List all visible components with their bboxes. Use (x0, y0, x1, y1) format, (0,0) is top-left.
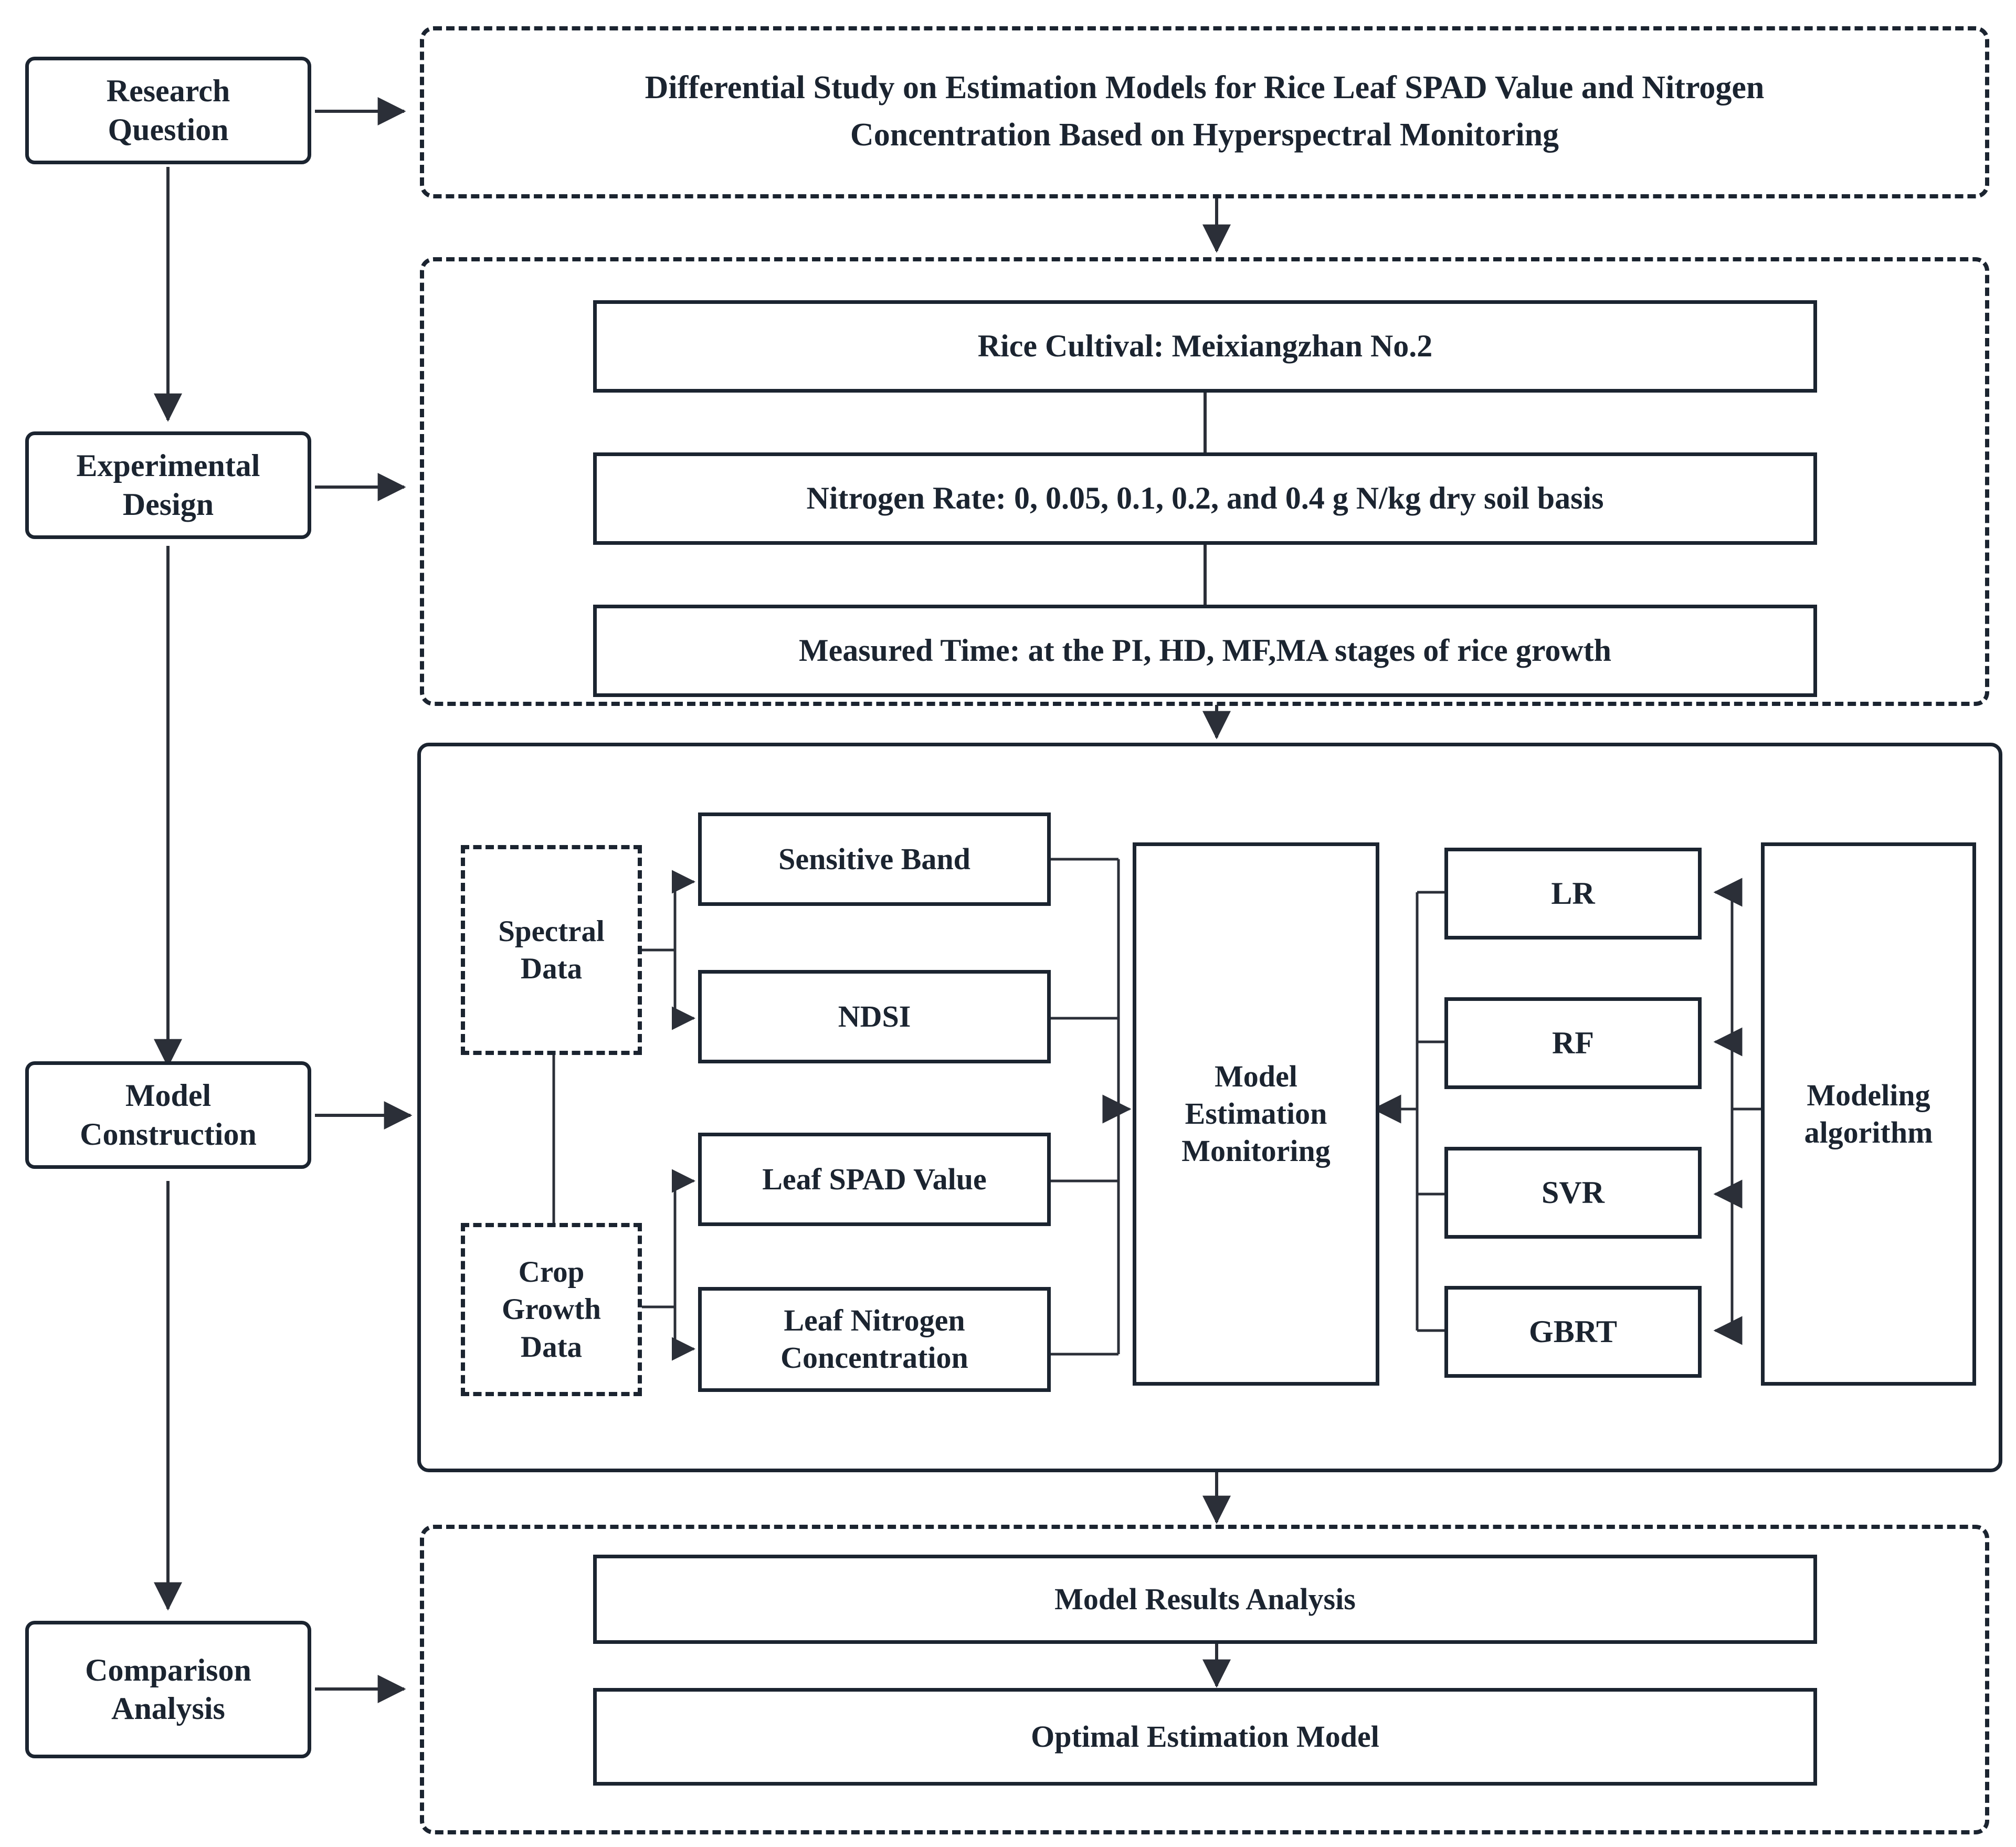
algorithm-gbrt[interactable]: GBRT (1444, 1286, 1702, 1378)
exp-item-rice-cultival-label: Rice Cultival: Meixiangzhan No.2 (977, 329, 1433, 364)
feature-ndsi[interactable]: NDSI (698, 970, 1051, 1063)
algorithm-lr[interactable]: LR (1444, 848, 1702, 940)
result-model-results-analysis-label: Model Results Analysis (1054, 1581, 1356, 1616)
source-spectral-data[interactable]: Spectral Data (461, 845, 642, 1055)
feature-leaf-spad-value-label: Leaf SPAD Value (762, 1162, 987, 1196)
research-question-title: Differential Study on Estimation Models … (462, 62, 1947, 162)
feature-leaf-nitrogen-concentration-label: Leaf Nitrogen Concentration (780, 1303, 968, 1375)
result-optimal-estimation-model[interactable]: Optimal Estimation Model (593, 1688, 1817, 1786)
stage-experimental-design[interactable]: Experimental Design (25, 431, 311, 539)
exp-item-nitrogen-rate-label: Nitrogen Rate: 0, 0.05, 0.1, 0.2, and 0.… (806, 481, 1604, 516)
result-optimal-estimation-model-label: Optimal Estimation Model (1031, 1719, 1379, 1754)
stage-comparison-analysis-label: Comparison Analysis (85, 1652, 251, 1726)
algorithm-gbrt-label: GBRT (1529, 1314, 1617, 1349)
stage-experimental-design-label: Experimental Design (76, 448, 260, 522)
research-question-title-line2: Concentration Based on Hyperspectral Mon… (850, 117, 1559, 153)
feature-ndsi-label: NDSI (838, 999, 911, 1033)
source-crop-growth-data-label: Crop Growth Data (502, 1255, 601, 1364)
feature-sensitive-band-label: Sensitive Band (778, 841, 970, 876)
research-question-title-line1: Differential Study on Estimation Models … (645, 70, 1765, 106)
stage-model-construction[interactable]: Model Construction (25, 1061, 311, 1169)
algorithm-lr-label: LR (1551, 875, 1595, 911)
stage-research-question-label: Research Question (106, 73, 230, 147)
stage-research-question[interactable]: Research Question (25, 57, 311, 164)
group-research-question (420, 26, 1989, 198)
feature-sensitive-band[interactable]: Sensitive Band (698, 812, 1051, 906)
algorithm-rf[interactable]: RF (1444, 997, 1702, 1089)
exp-item-rice-cultival[interactable]: Rice Cultival: Meixiangzhan No.2 (593, 300, 1817, 393)
feature-leaf-nitrogen-concentration[interactable]: Leaf Nitrogen Concentration (698, 1287, 1051, 1392)
exp-item-measured-time[interactable]: Measured Time: at the PI, HD, MF,MA stag… (593, 605, 1817, 697)
group-comparison-analysis (420, 1525, 1989, 1834)
group-model-construction (417, 743, 2002, 1472)
stage-comparison-analysis[interactable]: Comparison Analysis (25, 1621, 311, 1758)
exp-item-nitrogen-rate[interactable]: Nitrogen Rate: 0, 0.05, 0.1, 0.2, and 0.… (593, 452, 1817, 545)
model-estimation-monitoring-label: Model Estimation Monitoring (1181, 1059, 1331, 1168)
stage-model-construction-label: Model Construction (80, 1078, 257, 1152)
modeling-algorithm[interactable]: Modeling algorithm (1761, 842, 1976, 1386)
algorithm-svr-label: SVR (1541, 1175, 1605, 1210)
algorithm-svr[interactable]: SVR (1444, 1147, 1702, 1239)
model-estimation-monitoring[interactable]: Model Estimation Monitoring (1133, 842, 1379, 1386)
group-experimental-design (420, 257, 1989, 706)
exp-item-measured-time-label: Measured Time: at the PI, HD, MF,MA stag… (798, 633, 1612, 668)
modeling-algorithm-label: Modeling algorithm (1804, 1078, 1933, 1149)
source-spectral-data-label: Spectral Data (498, 914, 605, 985)
algorithm-rf-label: RF (1552, 1025, 1594, 1060)
feature-leaf-spad-value[interactable]: Leaf SPAD Value (698, 1133, 1051, 1226)
result-model-results-analysis[interactable]: Model Results Analysis (593, 1555, 1817, 1644)
source-crop-growth-data[interactable]: Crop Growth Data (461, 1223, 642, 1396)
